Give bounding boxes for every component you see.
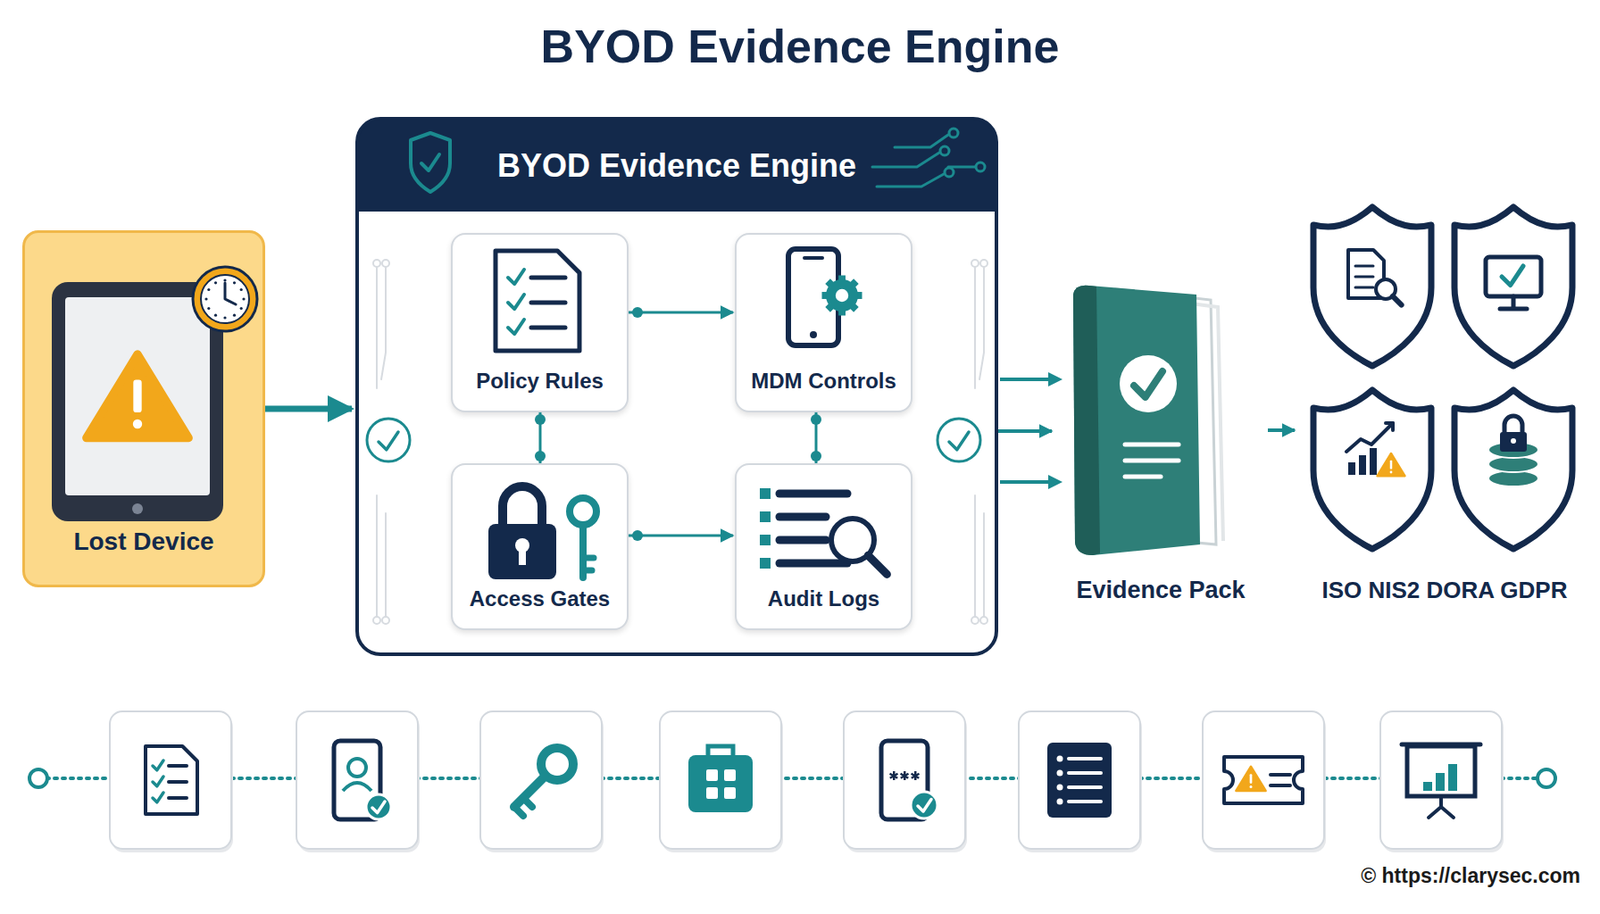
connector-arrow bbox=[1267, 428, 1295, 433]
process-box: MDM Controls bbox=[734, 233, 913, 413]
process-box: Access Gates bbox=[450, 463, 629, 631]
connector-arrow bbox=[815, 412, 818, 464]
node-label: Access Gates bbox=[469, 586, 610, 612]
node-label: Evidence Pack bbox=[1075, 576, 1245, 605]
timeline-step bbox=[296, 711, 420, 853]
connector-arrow bbox=[628, 534, 734, 538]
node-label: BYOD Evidence Engine bbox=[497, 147, 857, 185]
diagram-title: BYOD Evidence Engine bbox=[0, 19, 1600, 74]
connector-arrow bbox=[539, 412, 542, 464]
timeline-step bbox=[109, 711, 234, 853]
evidence-pack: Evidence Pack bbox=[1053, 276, 1268, 617]
timeline-step bbox=[659, 711, 784, 853]
timeline-end bbox=[29, 769, 48, 788]
connector-dot bbox=[534, 450, 546, 462]
node-label: Lost Device bbox=[73, 527, 214, 557]
timeline-step bbox=[1018, 711, 1142, 853]
process-box: Policy Rules bbox=[450, 233, 629, 413]
node-label: Policy Rules bbox=[475, 368, 604, 394]
engine-panel: BYOD Evidence EnginePolicy Rules MDM Cont… bbox=[355, 116, 999, 657]
connector-dot bbox=[632, 307, 643, 318]
decor-arrow bbox=[1000, 377, 1050, 382]
timeline-end bbox=[1537, 769, 1556, 788]
timeline-step bbox=[1202, 711, 1326, 853]
connector-dot bbox=[534, 414, 546, 425]
timeline-step bbox=[480, 711, 604, 853]
node-label: Audit Logs bbox=[767, 586, 880, 612]
timeline-step bbox=[1380, 711, 1504, 853]
node-illustration bbox=[1296, 194, 1593, 615]
connector-arrow bbox=[265, 406, 352, 413]
lost-device-box: Lost Device bbox=[22, 230, 266, 588]
node-label: ISO NIS2 DORA GDPR bbox=[1322, 576, 1568, 605]
timeline-step bbox=[843, 711, 967, 853]
node-label: MDM Controls bbox=[750, 368, 897, 394]
decor-arrowhead bbox=[1048, 475, 1063, 490]
node-illustration bbox=[1053, 276, 1268, 617]
connector-arrow bbox=[998, 429, 1052, 434]
connector-dot bbox=[810, 414, 822, 425]
connector-dot bbox=[632, 530, 643, 542]
decor-arrow bbox=[1000, 480, 1050, 484]
process-box: Audit Logs bbox=[734, 463, 913, 631]
connector-arrow bbox=[628, 311, 734, 315]
connector-dot bbox=[810, 450, 822, 462]
standards-group: ISO NIS2 DORA GDPR bbox=[1296, 194, 1593, 615]
decor-arrowhead bbox=[1048, 372, 1063, 387]
copyright-note: © https://clarysec.com bbox=[1360, 864, 1581, 889]
